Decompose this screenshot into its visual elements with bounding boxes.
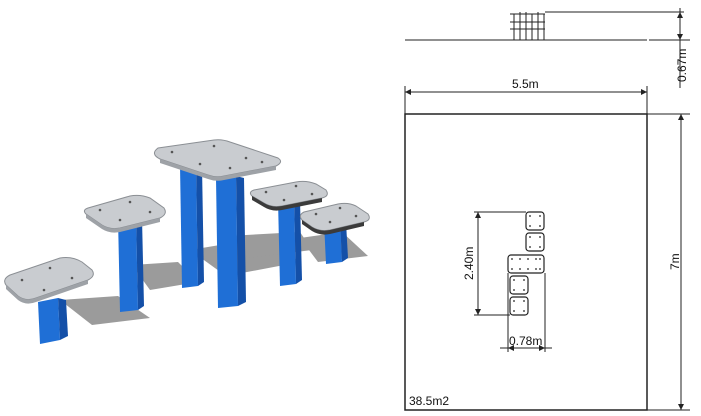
isometric-illustration [4,139,370,344]
stool-front-left [4,257,94,344]
stool-back-left [83,194,166,312]
safety-area [404,113,648,411]
elevation-furniture [510,12,545,40]
height-label: 0.67m [675,49,689,82]
footprint-bolts [511,215,541,312]
side-elevation [405,8,690,88]
stool-back-right [249,180,328,286]
table [154,139,282,308]
plan-view [404,86,690,411]
span-label: 2.40m [462,247,476,280]
furniture-footprint [507,211,545,316]
width-label: 5.5m [512,77,539,91]
area-label: 38.5m2 [409,394,449,408]
length-label: 7m [668,253,682,270]
ground-shadows [60,232,368,325]
stool-front-right [299,202,370,264]
module-width-label: 0.78m [509,334,542,348]
